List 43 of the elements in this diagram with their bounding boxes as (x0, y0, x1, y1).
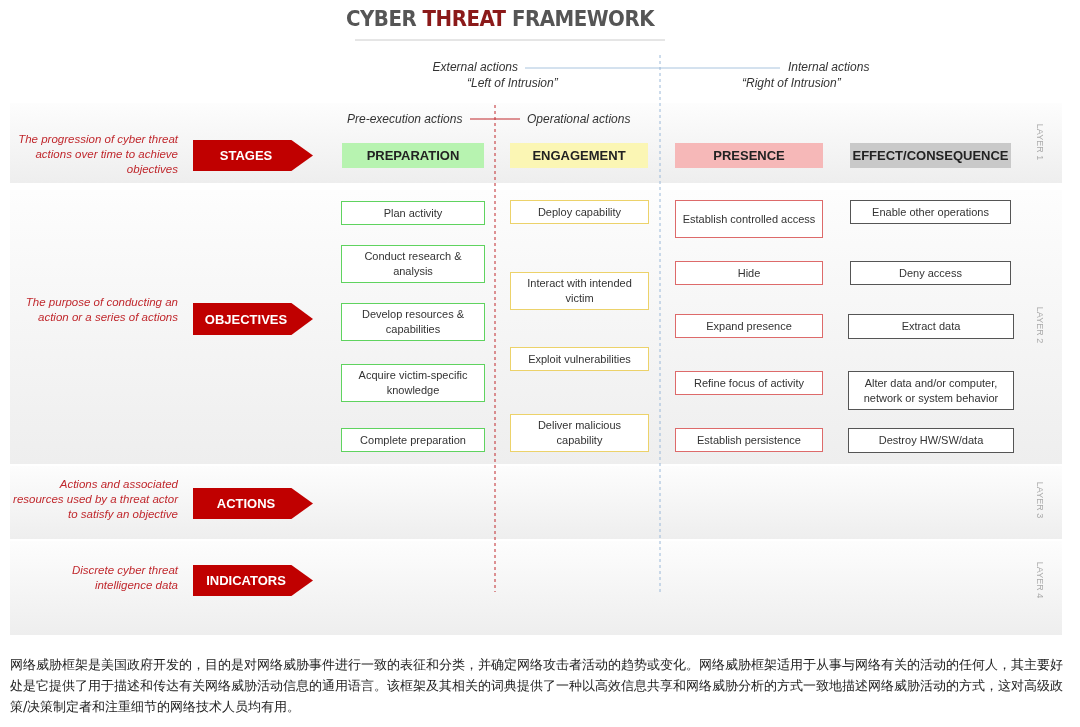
layer-label: LAYER 4 (1035, 560, 1045, 601)
stage-header: PREPARATION (342, 143, 484, 168)
chevron-label: ACTIONS (193, 488, 313, 519)
objective-box: Enable other operations (850, 200, 1011, 224)
annotation-text: “Left of Intrusion” (467, 76, 558, 90)
objective-box: Refine focus of activity (675, 371, 823, 395)
objective-box: Establish controlled access (675, 200, 823, 238)
chevron-label: STAGES (193, 140, 313, 171)
objective-box: Develop resources & capabilities (341, 303, 485, 341)
objective-box: Deliver malicious capability (510, 414, 649, 452)
annotation-text: Internal actions (788, 60, 870, 74)
objective-box: Destroy HW/SW/data (848, 428, 1014, 453)
objective-box: Expand presence (675, 314, 823, 338)
annotation-text: External actions (432, 60, 518, 74)
stage-header: ENGAGEMENT (510, 143, 648, 168)
description-text: The purpose of conducting an action or a series of actions (24, 295, 178, 325)
chevron-label: OBJECTIVES (193, 303, 313, 335)
objective-box: Hide (675, 261, 823, 285)
annotation-text: Pre-execution actions (347, 112, 463, 126)
caption-text: 网络威胁框架是美国政府开发的，目的是对网络威胁事件进行一致的表征和分类，并确定网络攻击者活动的趋势或变化。网络威胁框架适用于从事与网络有关的活动的任何人，其主要好处是它提供了用于描述和传达有关网络威胁活动信息的通用语言。该框架及其相关的词典提供了一种以高效信息共享和网络威胁分析的方式一致地描述网络威胁活动的方式，这对高级政策/决策制定者和注重细节的网络技术人员均有用。 (10, 656, 1064, 716)
objective-box: Establish persistence (675, 428, 823, 452)
objective-box: Interact with intended victim (510, 272, 649, 310)
objective-box: Extract data (848, 314, 1014, 339)
stage-header: PRESENCE (675, 143, 823, 168)
stage-header: EFFECT/CONSEQUENCE (850, 143, 1011, 168)
chevron-label: INDICATORS (193, 565, 313, 596)
objective-box: Deploy capability (510, 200, 649, 224)
objective-box: Acquire victim-specific knowledge (341, 364, 485, 402)
objective-box: Exploit vulnerabilities (510, 347, 649, 371)
description-text: Actions and associated resources used by a threat actor to satisfy an objective (12, 477, 178, 522)
title: CYBER THREAT FRAMEWORK (345, 6, 656, 31)
objective-box: Conduct research & analysis (341, 245, 485, 283)
layer-label: LAYER 2 (1035, 305, 1045, 346)
annotation-text: Operational actions (527, 112, 631, 126)
annotation-text: “Right of Intrusion” (742, 76, 841, 90)
objective-box: Alter data and/or computer, network or system behavior (848, 371, 1014, 410)
objective-box: Complete preparation (341, 428, 485, 452)
objective-box: Deny access (850, 261, 1011, 285)
description-text: The progression of cyber threat actions over time to achieve objectives (17, 132, 178, 177)
objective-box: Plan activity (341, 201, 485, 225)
description-text: Discrete cyber threat intelligence data (70, 563, 178, 593)
layer-label: LAYER 1 (1035, 122, 1045, 163)
layer-label: LAYER 3 (1035, 480, 1045, 521)
